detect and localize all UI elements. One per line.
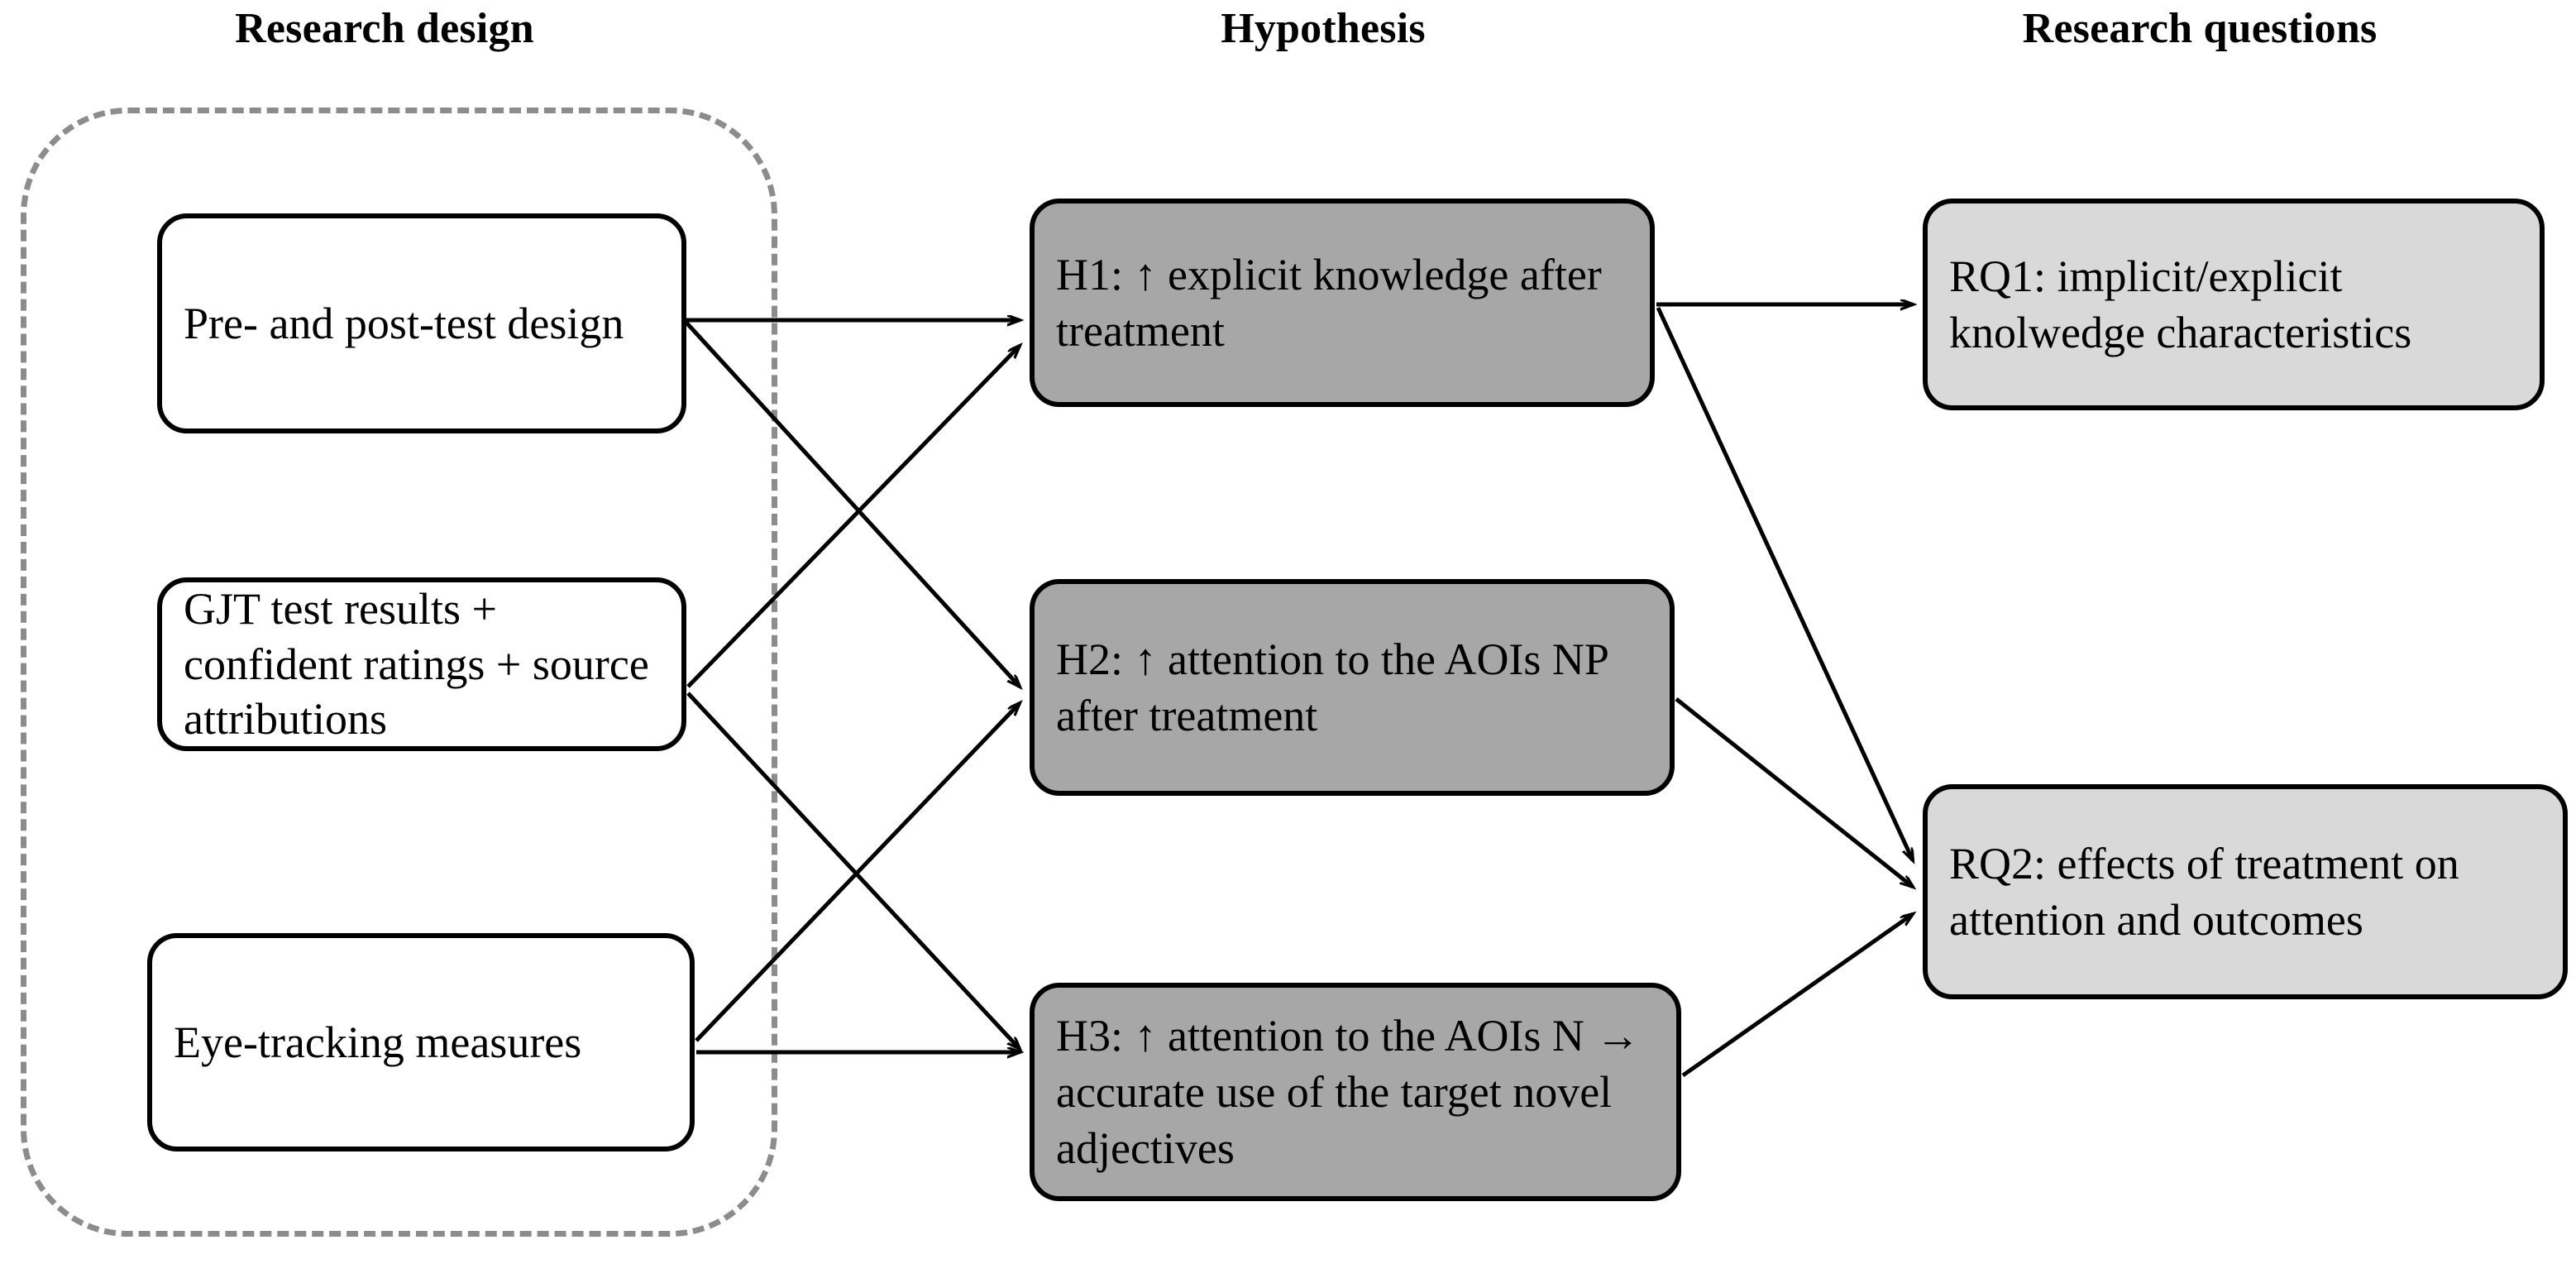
node-hypothesis-h1[interactable]: H1: ↑ explicit knowledge after treatment [1030,199,1655,407]
edge-h1-to-rq2 [1656,306,1913,860]
node-eye-tracking-measures[interactable]: Eye-tracking measures [147,933,695,1151]
node-research-question-rq1[interactable]: RQ1: implicit/explicit knolwedge charact… [1923,199,2545,410]
node-label: H1: ↑ explicit knowledge after treatment [1056,249,1602,356]
node-hypothesis-h3[interactable]: H3: ↑ attention to the AOIs N → accurate… [1030,983,1681,1201]
node-label: RQ2: effects of treatment on attention a… [1949,838,2459,945]
node-hypothesis-h2[interactable]: H2: ↑ attention to the AOIs NP after tre… [1030,579,1675,796]
node-label: Pre- and post-test design [184,298,624,348]
node-pre-and-post-test-design[interactable]: Pre- and post-test design [157,213,686,433]
edge-h2-to-rq2 [1675,697,1913,887]
node-label: H2: ↑ attention to the AOIs NP after tre… [1056,634,1608,740]
edge-h3-to-rq2 [1681,914,1913,1078]
node-gjt-test-results[interactable]: GJT test results + confident ratings + s… [157,577,686,751]
node-label: RQ1: implicit/explicit knolwedge charact… [1949,251,2412,357]
node-label: H3: ↑ attention to the AOIs N → accurate… [1056,1010,1641,1174]
column-heading-research-design: Research design [235,5,534,52]
node-label: GJT test results + confident ratings + s… [184,583,649,745]
node-research-question-rq2[interactable]: RQ2: effects of treatment on attention a… [1923,784,2568,999]
node-label: Eye-tracking measures [174,1017,582,1067]
column-heading-hypothesis: Hypothesis [1221,5,1426,52]
column-heading-research-questions: Research questions [2022,5,2378,52]
